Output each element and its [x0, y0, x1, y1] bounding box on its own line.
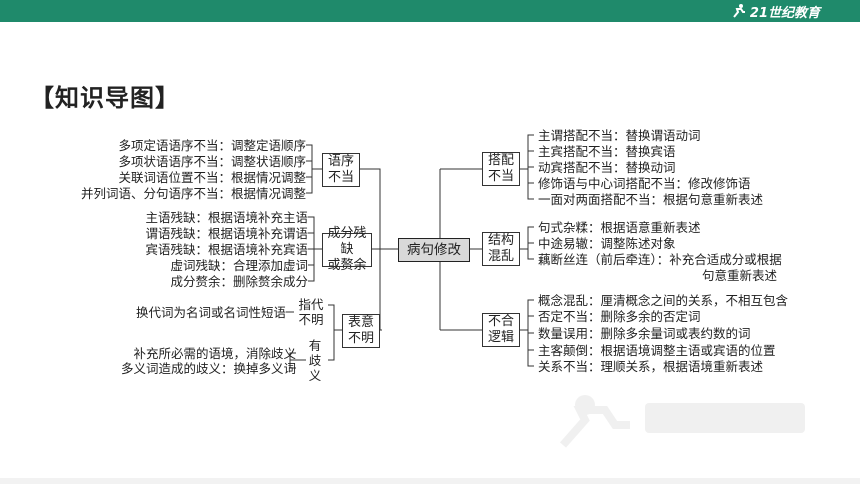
node-illogical-label: 不合逻辑 — [487, 314, 514, 345]
list-item: 数量误用：删除多余量词或表约数的词 — [538, 326, 751, 341]
node-illogical: 不合逻辑 — [482, 313, 520, 347]
runner-logo-icon — [733, 4, 745, 18]
list-item: 藕断丝连（前后牵连）：补充合适成分或根据 — [538, 252, 782, 267]
node-structure-chaos-label: 结构混乱 — [487, 233, 514, 264]
list-item: 主客颠倒：根据语境调整主语或宾语的位置 — [538, 343, 776, 358]
list-item: 主语残缺：根据语境补充主语 — [145, 210, 308, 225]
list-item: 中途易辙：调整陈述对象 — [538, 236, 676, 251]
list-item: 宾语残缺：根据语境补充宾语 — [145, 242, 308, 257]
list-item: 修饰语与中心词搭配不当：修改修饰语 — [538, 176, 751, 191]
node-structure-chaos: 结构混乱 — [482, 232, 520, 266]
node-missing-redundant-label: 成分残缺或赘余 — [327, 226, 367, 273]
list-item: 换代词为名词或名词性短语 — [135, 305, 286, 320]
list-item: 主宾搭配不当：替换宾语 — [538, 144, 676, 159]
list-item: 补充所必需的语境，消除歧义 — [133, 346, 296, 361]
list-item: 否定不当：删除多余的否定词 — [538, 309, 701, 324]
list-item: 句意重新表述 — [702, 268, 778, 283]
node-missing-redundant: 成分残缺或赘余 — [322, 226, 372, 273]
sub-node-reference: 指代不明 — [294, 297, 328, 327]
node-collocation: 搭配不当 — [482, 152, 520, 186]
node-unclear-meaning: 表意不明 — [342, 314, 380, 348]
sub-node-ambiguity: 有歧义 — [306, 338, 324, 383]
top-bar — [0, 0, 860, 22]
sub-node-reference-label: 指代不明 — [298, 297, 324, 327]
list-item: 动宾搭配不当：替换动词 — [538, 160, 676, 175]
logo-text: 21世纪教育 — [749, 5, 820, 21]
list-item: 虚词残缺：合理添加虚词 — [170, 258, 308, 273]
node-word-order: 语序不当 — [322, 153, 360, 187]
slide-bottom-strip — [0, 478, 860, 484]
list-item: 成分赘余：删除赘余成分 — [170, 274, 308, 289]
node-unclear-meaning-label: 表意不明 — [347, 315, 374, 346]
sub-node-ambiguity-label: 有歧义 — [308, 338, 322, 383]
list-item: 多义词造成的歧义：换掉多义词 — [120, 361, 296, 376]
list-item: 并列词语、分句语序不当：根据情况调整 — [80, 186, 306, 201]
list-item: 关联词语位置不当：根据情况调整 — [118, 170, 306, 185]
list-item: 关系不当：理顺关系，根据语境重新表述 — [538, 359, 764, 374]
list-item: 多项状语语序不当：调整状语顺序 — [118, 154, 306, 169]
list-item: 一面对两面搭配不当：根据句意重新表述 — [538, 192, 764, 207]
center-label: 病句修改 — [407, 242, 461, 258]
node-collocation-label: 搭配不当 — [487, 153, 514, 184]
brand-logo: 21世纪教育 — [731, 2, 820, 21]
list-item: 概念混乱：厘清概念之间的关系，不相互包含 — [538, 293, 789, 308]
list-item: 主谓搭配不当：替换谓语动词 — [538, 128, 701, 143]
node-word-order-label: 语序不当 — [327, 154, 354, 185]
list-item: 谓语残缺：根据语境补充谓语 — [145, 226, 308, 241]
list-item: 句式杂糅：根据语意重新表述 — [538, 220, 701, 235]
list-item: 多项定语语序不当：调整定语顺序 — [118, 138, 306, 153]
page-title: 【知识导图】 — [30, 84, 180, 112]
center-node: 病句修改 — [398, 238, 470, 262]
watermark-logo-icon — [559, 395, 805, 448]
